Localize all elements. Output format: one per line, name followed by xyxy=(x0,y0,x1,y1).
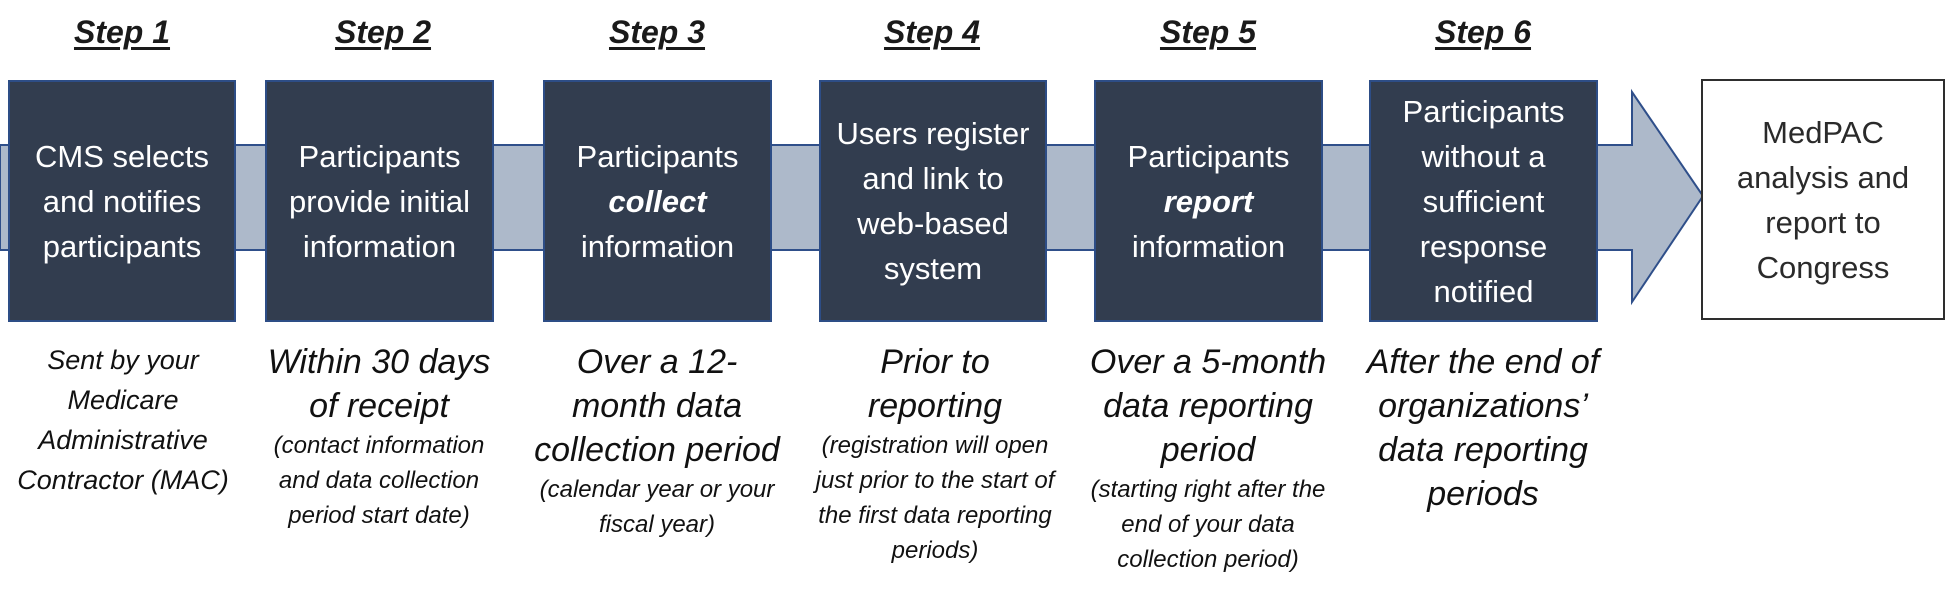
step-4-timing: Prior to reporting (registration will op… xyxy=(810,340,1060,568)
step-4-text: Users register and link to web-based sys… xyxy=(836,116,1030,286)
final-outcome-label: MedPAC analysis and report to Congress xyxy=(1736,114,1910,285)
step-3-box: Participants collect information xyxy=(543,80,772,322)
step-5-title: Step 5 xyxy=(1159,14,1257,50)
step-4-timing-note: (registration will open just prior to th… xyxy=(815,432,1055,564)
step-5-text: Participants report information xyxy=(1127,138,1290,264)
step-3-text: Participants collect information xyxy=(576,138,739,264)
final-outcome-box: MedPAC analysis and report to Congress xyxy=(1701,79,1945,320)
step-2-title: Step 2 xyxy=(334,14,432,50)
step-5-timing-main: Over a 5-month data reporting period xyxy=(1089,343,1327,469)
step-1-timing-main: Sent by your Medicare Administrative Con… xyxy=(17,345,229,495)
step-6-timing-main: After the end of organizations’ data rep… xyxy=(1366,343,1600,513)
step-1-text: CMS selects and notifies participants xyxy=(35,138,209,264)
step-1-title: Step 1 xyxy=(73,14,171,50)
step-2-timing-main: Within 30 days of receipt xyxy=(267,343,491,425)
step-4-title: Step 4 xyxy=(883,14,981,50)
step-2-text: Participants provide initial information xyxy=(289,138,470,264)
step-6-text: Participants without a sufficient respon… xyxy=(1402,93,1565,309)
step-6-title: Step 6 xyxy=(1434,14,1532,50)
step-3-timing-note: (calendar year or your fiscal year) xyxy=(539,476,775,538)
step-4-timing-main: Prior to reporting xyxy=(867,343,1003,425)
step-5-timing-note: (starting right after the end of your da… xyxy=(1090,476,1326,573)
step-5-timing: Over a 5-month data reporting period (st… xyxy=(1083,340,1333,577)
step-1-timing: Sent by your Medicare Administrative Con… xyxy=(0,340,248,500)
step-2-timing-note: (contact information and data collection… xyxy=(273,432,485,529)
step-2-timing: Within 30 days of receipt (contact infor… xyxy=(254,340,504,533)
step-1-box: CMS selects and notifies participants xyxy=(8,80,236,322)
step-5-box: Participants report information xyxy=(1094,80,1323,322)
step-3-timing: Over a 12-month data collection period (… xyxy=(532,340,782,542)
step-2-box: Participants provide initial information xyxy=(265,80,494,322)
step-3-title: Step 3 xyxy=(608,14,706,50)
step-4-box: Users register and link to web-based sys… xyxy=(819,80,1047,322)
step-3-timing-main: Over a 12-month data collection period xyxy=(534,343,780,469)
step-6-timing: After the end of organizations’ data rep… xyxy=(1358,340,1608,516)
step-6-box: Participants without a sufficient respon… xyxy=(1369,80,1598,322)
